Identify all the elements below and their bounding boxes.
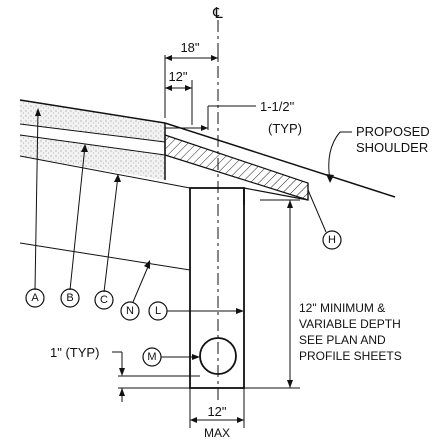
- shoulder-cap-hatched: [164, 134, 309, 201]
- dim-12-bottom-arrow-left: [190, 417, 197, 423]
- callout-c-circle: [94, 290, 114, 310]
- callout-b-label: B: [66, 292, 73, 304]
- shoulder-surface-line: [164, 122, 396, 198]
- callout-c-leader: [103, 175, 119, 293]
- callout-n-leader: [132, 261, 151, 303]
- centerline-symbol: ℄: [212, 5, 223, 22]
- callout-l-arrow: [236, 308, 244, 314]
- depth-note-line-4: PROFILE SHEETS: [299, 349, 402, 363]
- depth-note-line-1: 12" MINIMUM &: [299, 301, 385, 315]
- callout-m-label: M: [147, 351, 156, 363]
- shoulder-note-line-2: SHOULDER: [356, 140, 428, 155]
- typ-1-half-label-2: (TYP): [268, 121, 302, 136]
- shoulder-leader-arrow: [326, 174, 334, 183]
- dim-18-arrow-left: [165, 55, 172, 61]
- callout-h-label: H: [328, 234, 336, 246]
- pavement-layer-line-2: [19, 134, 166, 156]
- depth-note-line-2: VARIABLE DEPTH: [299, 317, 401, 331]
- callout-a-leader: [34, 109, 39, 291]
- shoulder-note-line-1: PROPOSED: [356, 124, 430, 139]
- pavement-top-layer: [20, 100, 165, 142]
- pavement-second-layer: [20, 135, 165, 180]
- dim-18-arrow-right: [211, 55, 218, 61]
- callout-b-circle: [60, 288, 80, 308]
- depth-arrow-bottom: [287, 380, 293, 388]
- dim-18-label: 18": [180, 40, 199, 55]
- trench-top-to-shoulder: [243, 187, 309, 201]
- callout-m-arrow: [192, 354, 200, 360]
- pavement-layer-line-1: [19, 123, 166, 143]
- typ-1-arrow-top: [119, 368, 125, 376]
- typ-1-half-label-1: 1-1/2": [260, 99, 295, 114]
- callout-h-circle: [322, 230, 342, 250]
- typ-1-label: 1" (TYP): [50, 345, 99, 360]
- subgrade-line: [19, 242, 191, 271]
- shoulder-leader: [328, 131, 341, 181]
- callout-a-circle: [25, 288, 45, 308]
- dim-12-top-arrow-right: [185, 85, 192, 91]
- trench-outline: [189, 187, 245, 389]
- callout-a-label: A: [31, 292, 39, 304]
- callout-a-arrow: [35, 108, 41, 116]
- callout-c-label: C: [100, 294, 108, 306]
- callout-n-arrow: [144, 260, 150, 269]
- typ-1-half-arrow: [201, 125, 208, 131]
- dim-12-top-arrow-left: [165, 85, 172, 91]
- pavement-surface-line: [19, 99, 166, 124]
- dim-12-bottom-label: 12": [207, 404, 226, 419]
- pavement-layer-line-3: [19, 155, 191, 189]
- dim-12-top-label: 12": [168, 69, 187, 84]
- typ-1-arrow-bottom: [119, 388, 125, 396]
- callout-h-leader: [307, 189, 327, 233]
- depth-arrow-top: [287, 200, 293, 208]
- callout-b-leader: [69, 145, 86, 291]
- callout-n-label: N: [126, 305, 134, 317]
- dim-12-bottom-arrow-right: [237, 417, 244, 423]
- callout-n-circle: [120, 301, 140, 321]
- callout-c-arrow: [114, 174, 121, 182]
- callout-l-label: L: [155, 305, 161, 317]
- callout-b-arrow: [81, 144, 88, 152]
- pipe-circle: [199, 337, 237, 375]
- dim-max-label: MAX: [204, 426, 230, 440]
- depth-note-line-3: SEE PLAN AND: [299, 333, 386, 347]
